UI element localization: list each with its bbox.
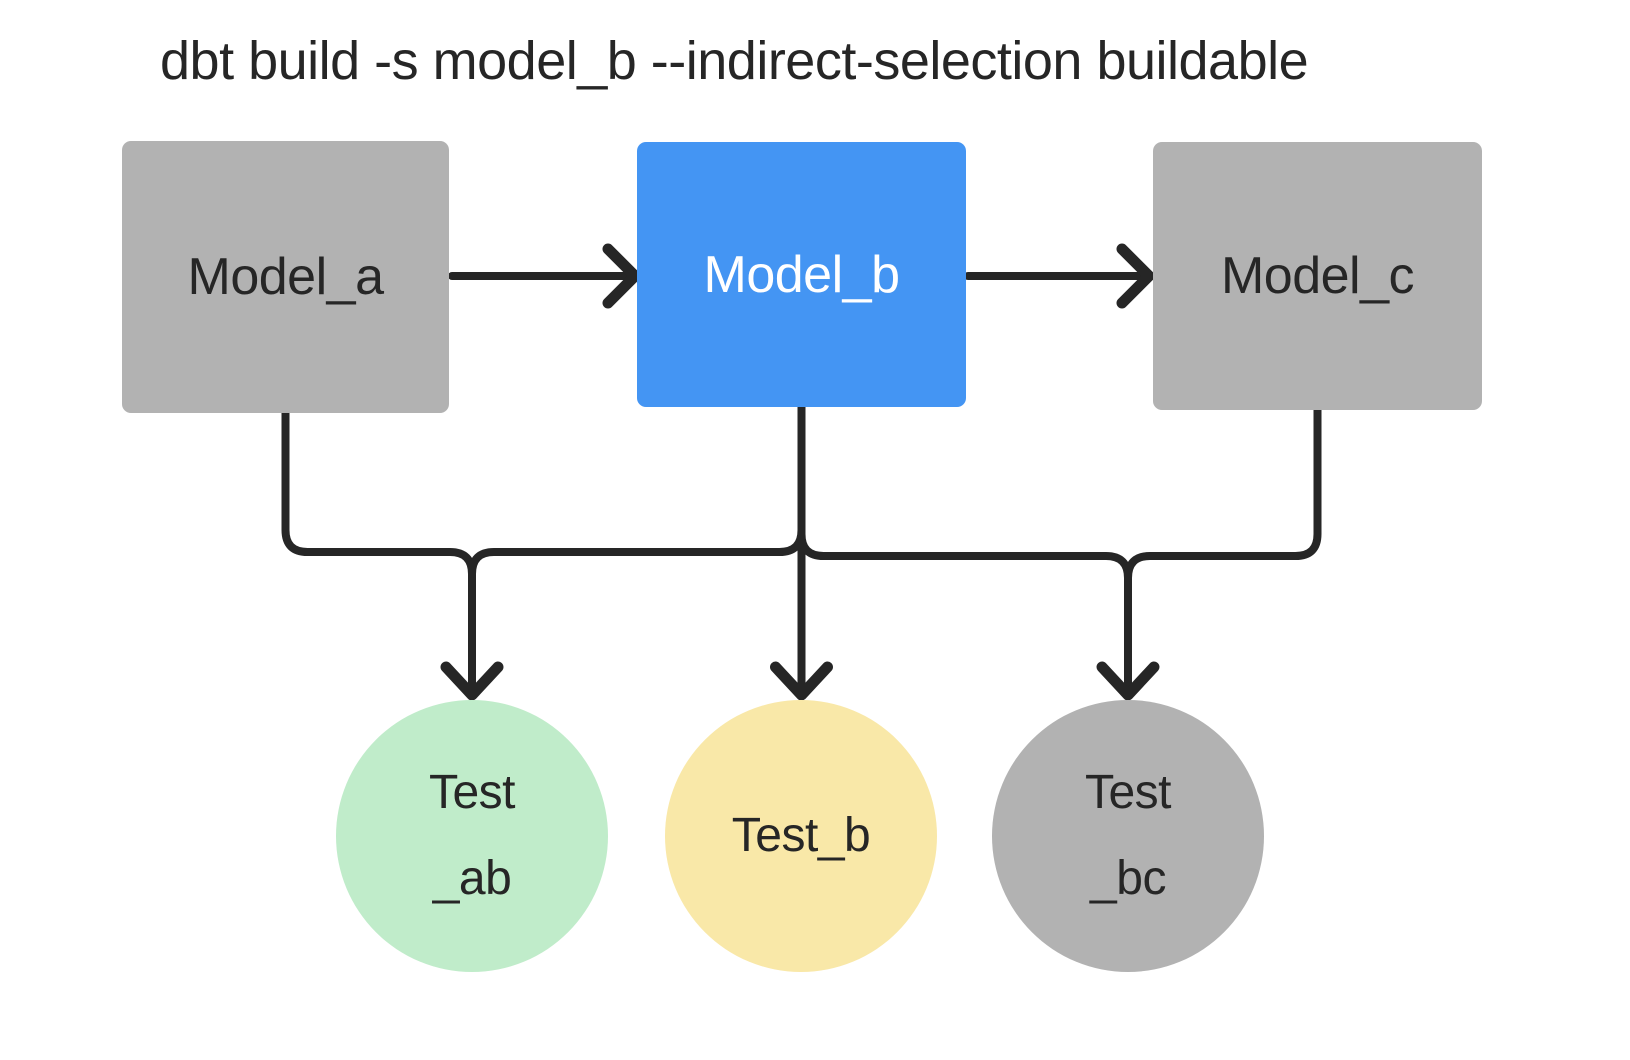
arrowhead-into-test-bc-icon (1096, 661, 1160, 701)
node-model-c: Model_c (1153, 142, 1482, 410)
node-test-ab-label-line2: _ab (432, 852, 512, 905)
node-test-bc-label-line2: _bc (1090, 852, 1166, 905)
node-test-ab-label-line1: Test (428, 766, 516, 819)
edge-model-b-test-bc (797, 396, 1132, 696)
arrowhead-into-test-ab-icon (440, 661, 504, 701)
node-test-bc-label-line1: Test (1084, 766, 1172, 819)
node-test-b-label: Test_b (731, 809, 871, 862)
edge-model-a-test-ab (281, 398, 476, 696)
node-model-b-label: Model_b (703, 245, 900, 304)
arrowhead-into-model-c-icon (1116, 243, 1155, 309)
node-model-b-selected: Model_b (637, 142, 966, 407)
arrowhead-into-model-b-icon (602, 243, 641, 309)
node-model-a-label: Model_a (187, 248, 384, 306)
edge-model-c-test-bc (1124, 398, 1322, 582)
node-model-a: Model_a (122, 141, 449, 413)
node-model-c-label: Model_c (1220, 247, 1415, 305)
node-test-bc: Test _bc (992, 700, 1264, 972)
edge-model-b-test-ab (468, 396, 806, 578)
arrowhead-into-test-b-icon (770, 661, 833, 701)
node-test-ab: Test _ab (336, 700, 608, 972)
diagram-title: dbt build -s model_b --indirect-selectio… (160, 31, 1309, 91)
node-test-b: Test_b (665, 700, 937, 972)
